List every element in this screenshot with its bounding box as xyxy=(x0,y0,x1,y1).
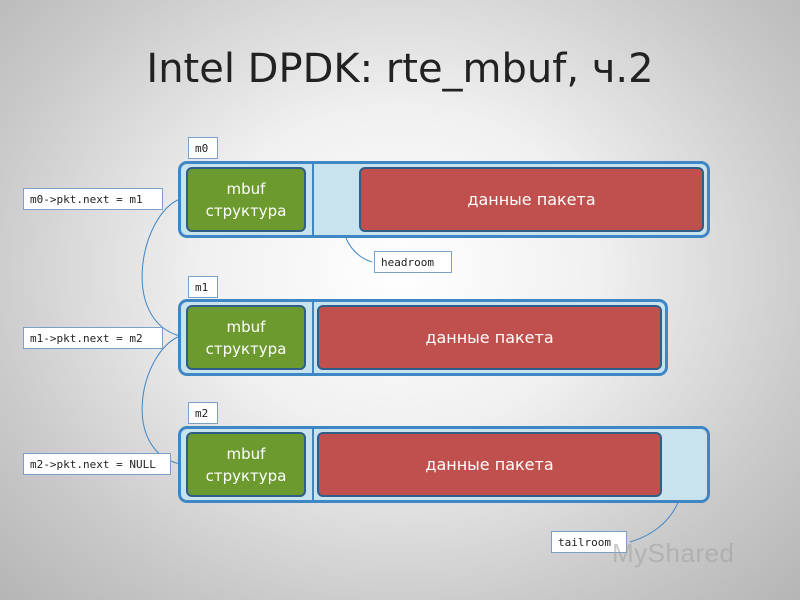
row-id-label-m0: m0 xyxy=(188,137,218,159)
packet-data-label: данные пакета xyxy=(467,190,596,209)
chain-curve-m1-m2 xyxy=(141,335,181,465)
next-pointer-label-m0: m0->pkt.next = m1 xyxy=(23,188,163,210)
next-pointer-label-m1: m1->pkt.next = m2 xyxy=(23,327,163,349)
row-divider xyxy=(312,429,314,500)
next-pointer-label-m2: m2->pkt.next = NULL xyxy=(23,453,171,475)
mbuf-sub-label: структура xyxy=(205,466,287,485)
mbuf-sub-label: структура xyxy=(205,339,287,358)
mbuf-sub-label: структура xyxy=(205,201,287,220)
row-divider xyxy=(312,164,314,235)
mbuf-structure-block: mbuf структура xyxy=(186,167,306,232)
slide-title: Intel DPDK: rte_mbuf, ч.2 xyxy=(146,46,654,92)
row-id-label-m1: m1 xyxy=(188,276,218,298)
packet-data-block: данные пакета xyxy=(317,432,662,497)
watermark: MyShared xyxy=(612,538,735,568)
packet-data-block: данные пакета xyxy=(317,305,662,370)
packet-data-label: данные пакета xyxy=(425,455,554,474)
mbuf-structure-block: mbuf структура xyxy=(186,432,306,497)
headroom-label: headroom xyxy=(374,251,452,273)
mbuf-structure-block: mbuf структура xyxy=(186,305,306,370)
row-divider xyxy=(312,302,314,373)
packet-data-label: данные пакета xyxy=(425,328,554,347)
chain-curve-m0-m1 xyxy=(141,198,181,337)
mbuf-label: mbuf xyxy=(226,179,266,198)
mbuf-label: mbuf xyxy=(226,317,266,336)
packet-data-block: данные пакета xyxy=(359,167,704,232)
mbuf-label: mbuf xyxy=(226,444,266,463)
tailroom-label: tailroom xyxy=(551,531,627,553)
row-id-label-m2: m2 xyxy=(188,402,218,424)
